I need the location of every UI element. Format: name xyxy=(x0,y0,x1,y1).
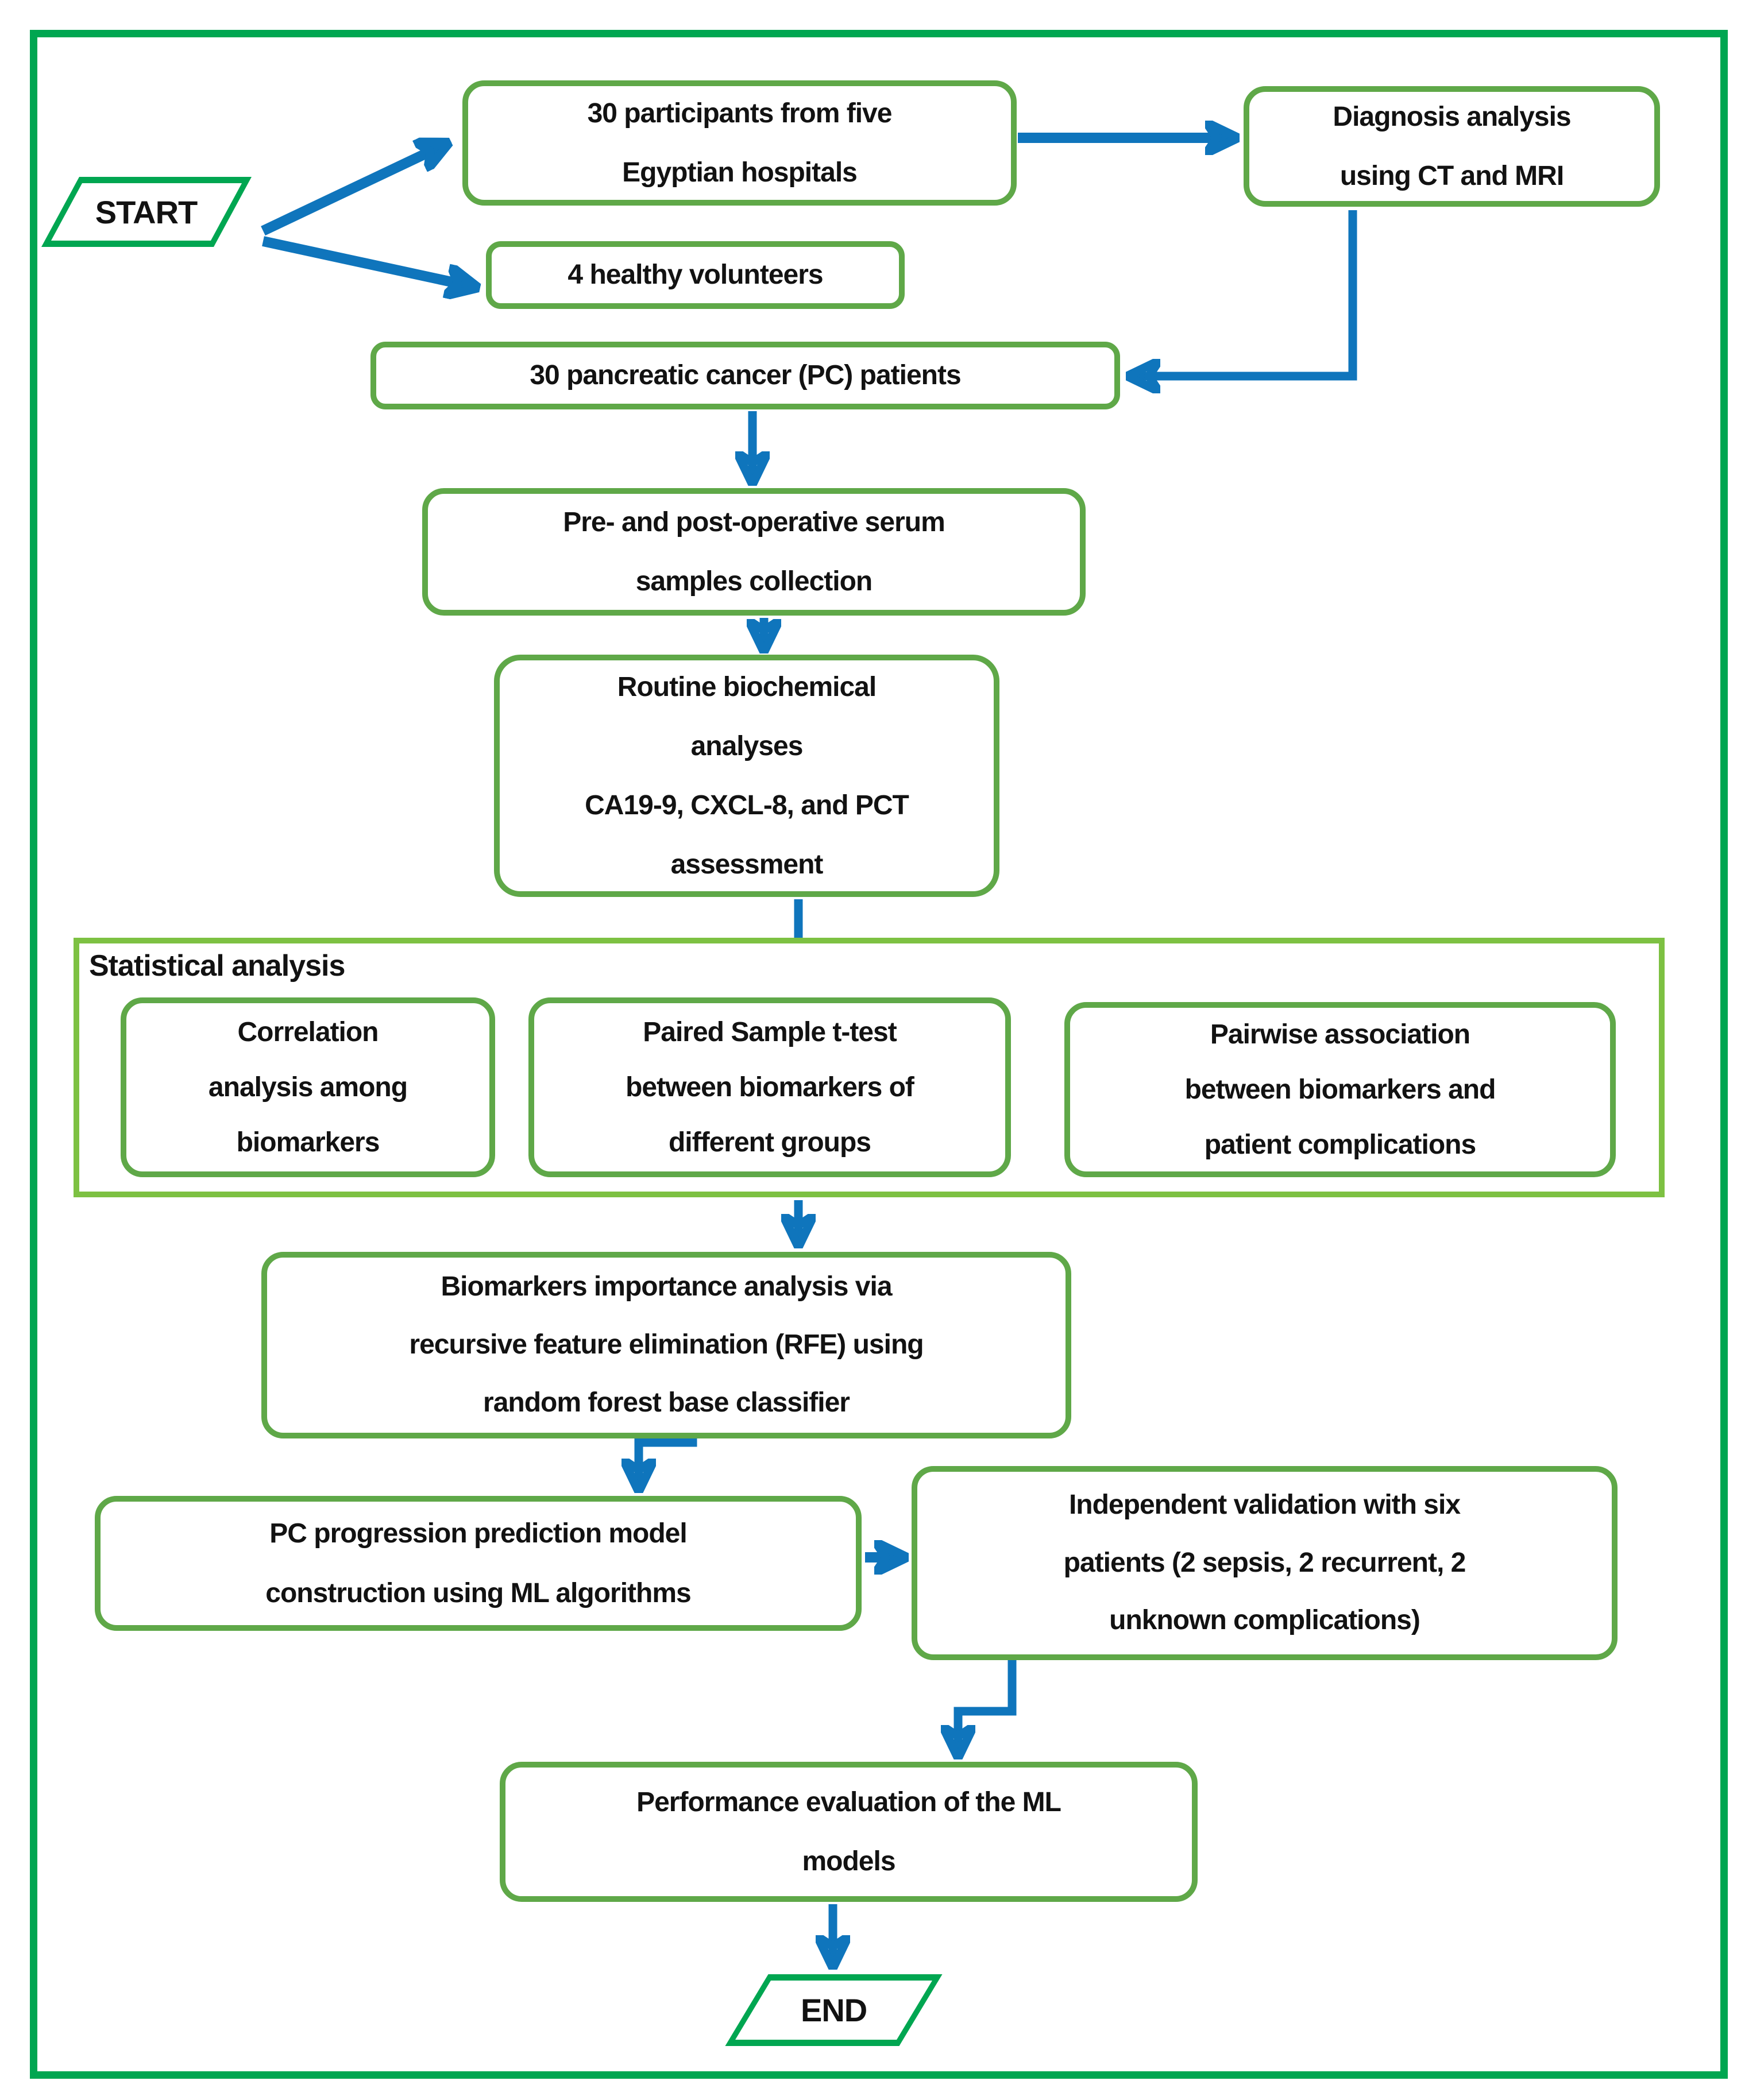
node-participants-label: 30 participants from five Egyptian hospi… xyxy=(587,98,893,188)
node-validation-label: Independent validation with six patients… xyxy=(1063,1489,1466,1636)
node-rfe-label: Biomarkers importance analysis via recur… xyxy=(409,1271,924,1418)
node-model-label: PC progression prediction model construc… xyxy=(265,1518,691,1608)
node-diagnosis: Diagnosis analysis using CT and MRI xyxy=(1244,86,1660,207)
statistical-analysis-label: Statistical analysis xyxy=(89,949,345,983)
node-model: PC progression prediction model construc… xyxy=(95,1496,862,1631)
node-biochemical-label: Routine biochemical analyses CA19-9, CXC… xyxy=(585,671,909,880)
end-label: END xyxy=(800,1992,867,2028)
node-correlation: Correlation analysis among biomarkers xyxy=(121,997,495,1177)
node-serum-label: Pre- and post-operative serum samples co… xyxy=(563,506,945,597)
node-diagnosis-label: Diagnosis analysis using CT and MRI xyxy=(1333,101,1571,191)
node-pc-patients: 30 pancreatic cancer (PC) patients xyxy=(370,342,1120,409)
node-performance-label: Performance evaluation of the ML models xyxy=(636,1786,1061,1877)
node-performance: Performance evaluation of the ML models xyxy=(500,1762,1198,1902)
node-biochemical: Routine biochemical analyses CA19-9, CXC… xyxy=(494,655,999,897)
node-ttest-label: Paired Sample t-test between biomarkers … xyxy=(626,1016,914,1158)
node-participants: 30 participants from five Egyptian hospi… xyxy=(462,80,1017,206)
node-volunteers: 4 healthy volunteers xyxy=(486,241,905,309)
node-volunteers-label: 4 healthy volunteers xyxy=(568,260,823,291)
node-pc-patients-label: 30 pancreatic cancer (PC) patients xyxy=(530,360,961,391)
node-correlation-label: Correlation analysis among biomarkers xyxy=(208,1016,408,1158)
start-label: START xyxy=(95,194,198,230)
node-ttest: Paired Sample t-test between biomarkers … xyxy=(528,997,1011,1177)
node-rfe: Biomarkers importance analysis via recur… xyxy=(261,1252,1071,1438)
diagram-outer-border xyxy=(30,30,1728,2079)
node-validation: Independent validation with six patients… xyxy=(912,1466,1618,1660)
node-pairwise-label: Pairwise association between biomarkers … xyxy=(1184,1019,1496,1160)
node-pairwise: Pairwise association between biomarkers … xyxy=(1064,1002,1616,1177)
node-serum: Pre- and post-operative serum samples co… xyxy=(422,488,1086,616)
